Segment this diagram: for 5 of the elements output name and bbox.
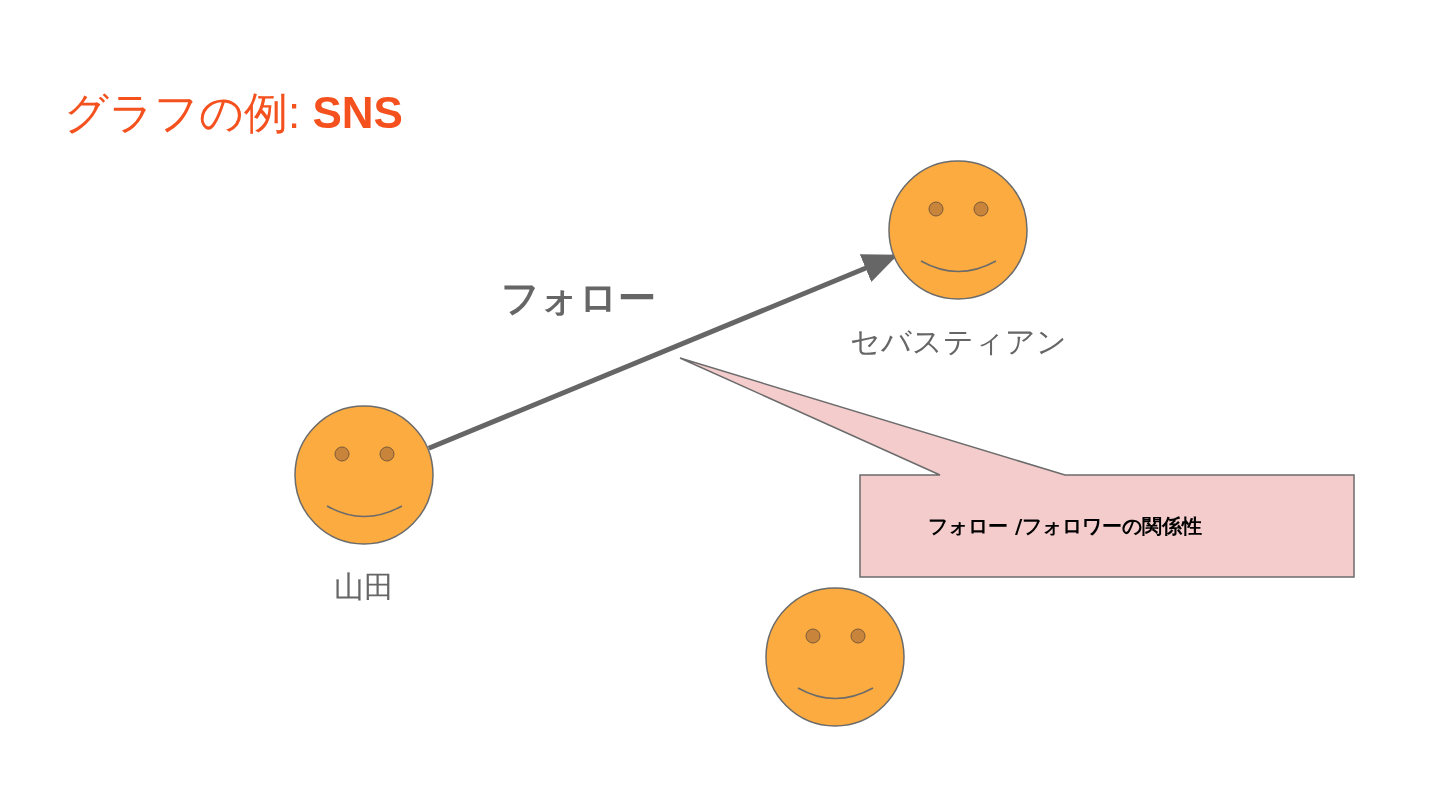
- edge-label: フォロー: [501, 274, 656, 322]
- callout-text: フォロー /フォロワーの関係性: [928, 513, 1203, 540]
- person-name: 山田: [334, 568, 394, 606]
- title: グラフの例: SNS: [64, 87, 403, 139]
- person-name: セバスティアン: [849, 323, 1067, 361]
